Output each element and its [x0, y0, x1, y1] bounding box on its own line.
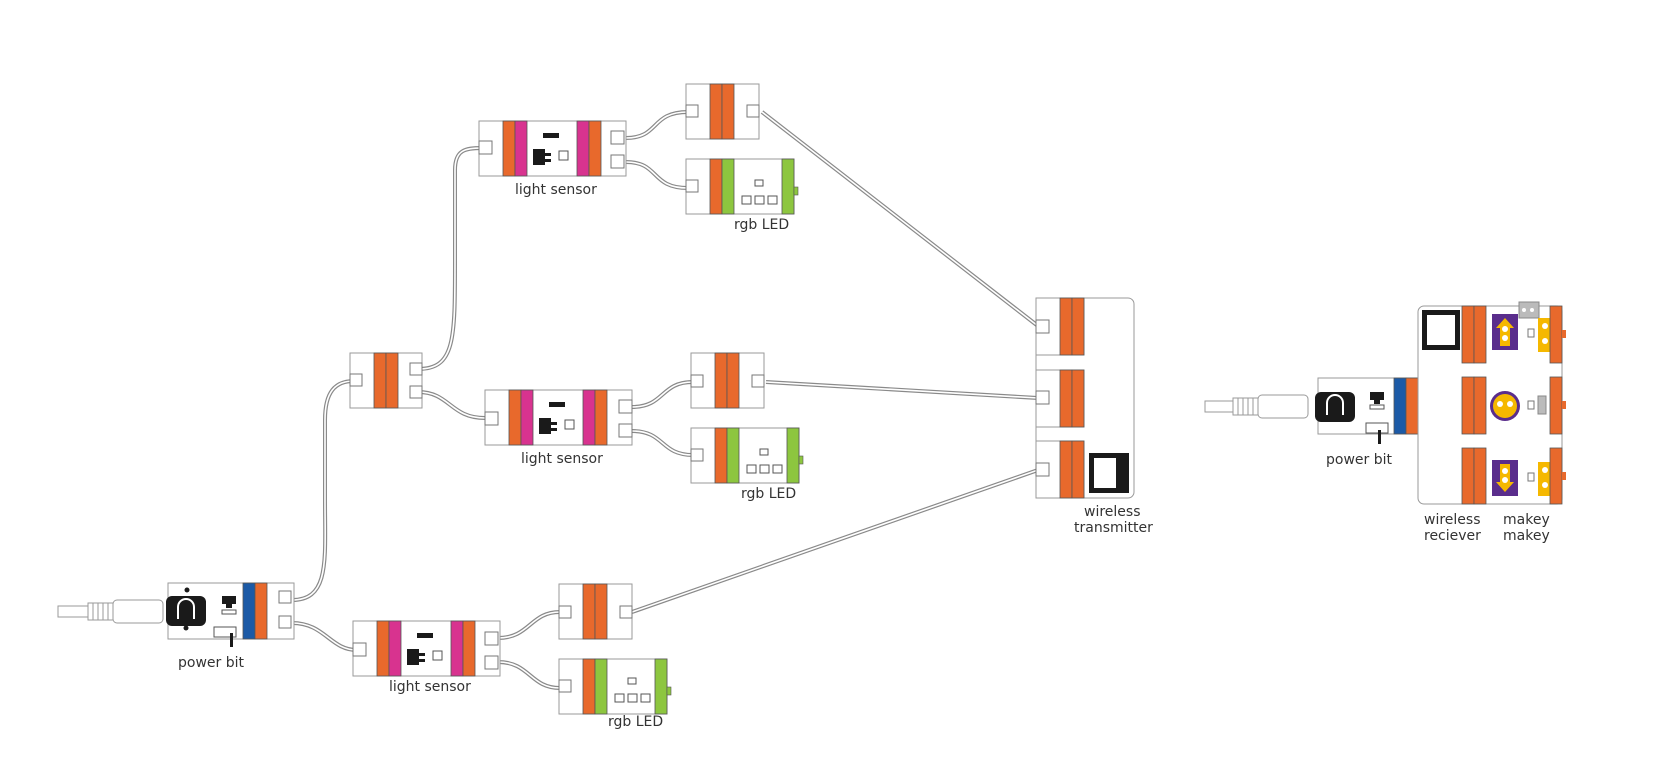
light-sensor-bottom: light sensor [352, 620, 501, 695]
makey-label-1: makey [1503, 512, 1550, 528]
light-sensor-top: light sensor [478, 120, 627, 198]
light-sensor-label: light sensor [389, 679, 471, 695]
rgb-led-label: rgb LED [734, 217, 789, 233]
power-bit-label: power bit [178, 655, 244, 671]
power-bit-left: power bit [57, 582, 295, 671]
wire [625, 110, 689, 140]
light-sensor-label: light sensor [521, 451, 603, 467]
wireless-transmitter-label-1: wireless [1084, 504, 1141, 520]
light-sensor-middle: light sensor [484, 389, 633, 467]
wireless-receiver: wireless reciever [1417, 305, 1563, 544]
makey-label-2: makey [1503, 528, 1550, 544]
wireless-receiver-label-2: reciever [1424, 528, 1481, 544]
wire-module-middle [690, 352, 765, 409]
split-module [349, 352, 423, 409]
wire [625, 160, 689, 190]
power-bit-label: power bit [1326, 452, 1392, 468]
wire [291, 621, 358, 652]
light-sensor-label: light sensor [515, 182, 597, 198]
rgb-led-middle: rgb LED [690, 427, 804, 502]
rgb-led-label: rgb LED [608, 714, 663, 730]
rgb-led-label: rgb LED [741, 486, 796, 502]
power-bit-right: power bit [1204, 377, 1419, 468]
wire-module-bottom [558, 583, 633, 640]
rgb-led-bottom: rgb LED [558, 658, 672, 730]
wire [417, 146, 483, 371]
wires-inner [291, 111, 1039, 689]
rgb-led-top: rgb LED [685, 158, 799, 233]
wireless-receiver-label-1: wireless [1424, 512, 1481, 528]
wireless-transmitter-label-2: transmitter [1074, 520, 1153, 536]
wire-module-top [685, 83, 760, 140]
wireless-transmitter: wireless transmitter [1035, 297, 1153, 536]
makey-makey: makey makey [1490, 301, 1566, 544]
